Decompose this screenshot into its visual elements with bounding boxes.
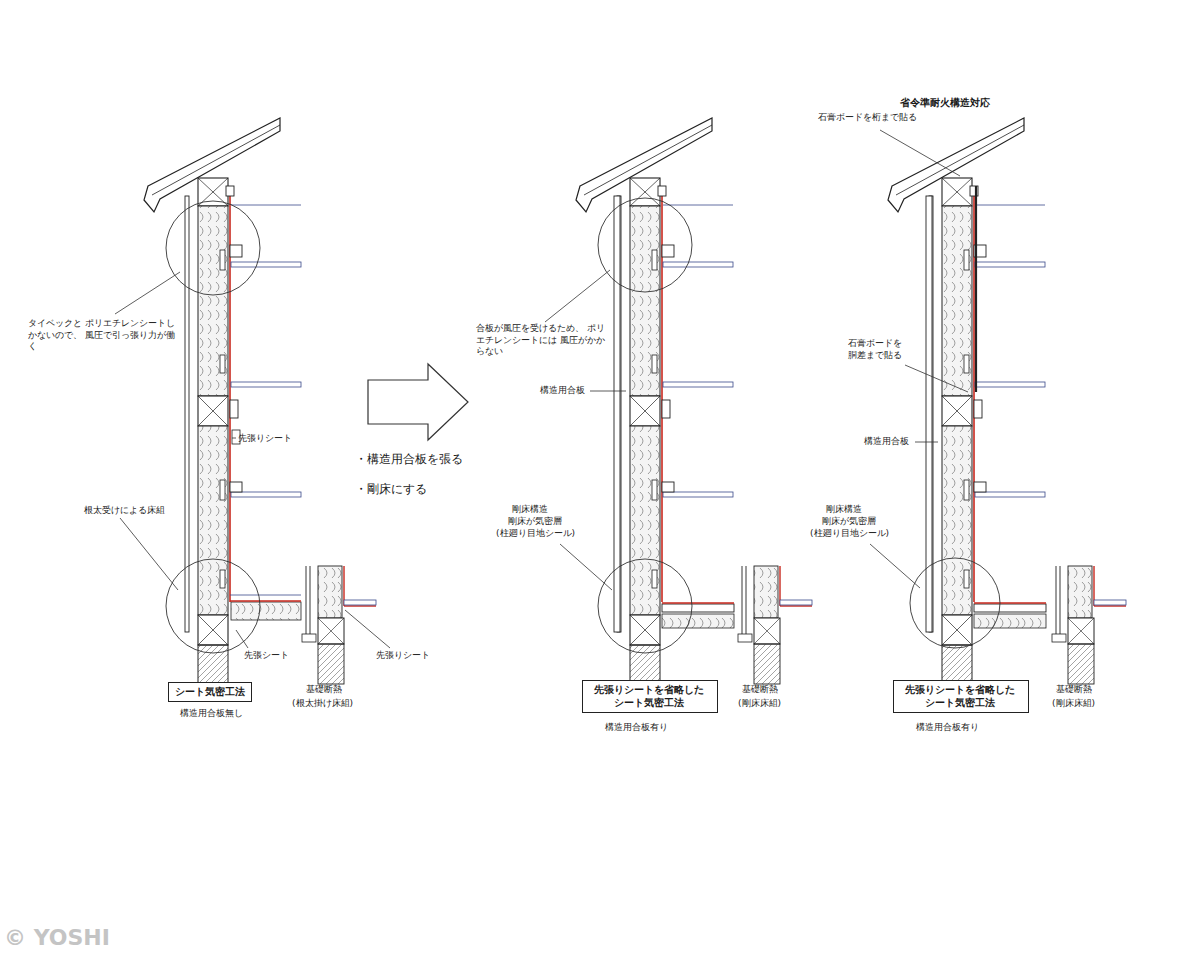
annotation-label: 根太受けによる床組: [84, 505, 165, 517]
annotation-label: ・剛床にする: [355, 482, 427, 498]
annotation-label: 剛床構造: [512, 504, 548, 516]
annotation-label: (剛床床組): [738, 698, 781, 710]
annotation-label: 構造用合板: [864, 436, 909, 448]
annotation-label: 省令準耐火構造対応: [900, 96, 990, 109]
method-title: シート気密工法: [174, 685, 246, 698]
annotation-label: タイベックと ポリエチレンシートしかないので、 風圧で引っ張り力が働く: [28, 318, 178, 353]
annotation-label: (剛床床組): [1052, 698, 1095, 710]
annotation-label: 基礎断熱: [306, 684, 342, 696]
annotation-label: 剛床が気密層: [822, 516, 876, 528]
method-title-box: シート気密工法: [168, 682, 252, 702]
annotation-label: 先張りシート: [238, 433, 292, 445]
annotation-label: 合板が風圧を受けるため、 ポリエチレンシートには 風圧がかからない: [476, 323, 606, 358]
annotation-label: (柱廻り目地シール): [810, 528, 889, 540]
annotation-label: 構造用合板有り: [605, 722, 668, 734]
method-title-box: 先張りシートを省略した シート気密工法: [582, 680, 718, 713]
annotation-label: 先張りシート: [376, 650, 430, 662]
annotation-label: 石膏ボードを 胴差まで貼る: [848, 338, 910, 361]
watermark: © YOSHI: [4, 924, 110, 953]
annotation-label: 剛床構造: [826, 504, 862, 516]
annotation-label: 構造用合板: [540, 385, 585, 397]
annotation-label: 基礎断熱: [1056, 684, 1092, 696]
annotation-label: (根太掛け床組): [292, 698, 353, 710]
annotation-label: 基礎断熱: [742, 684, 778, 696]
annotation-label: 構造用合板無し: [180, 708, 243, 720]
annotation-label: ・構造用合板を張る: [355, 452, 463, 468]
annotation-label: (柱廻り目地シール): [496, 528, 575, 540]
annotation-label: 石膏ボードを桁まで貼る: [818, 112, 917, 124]
annotation-label: 構造用合板有り: [916, 722, 979, 734]
annotation-label: 剛床が気密層: [508, 516, 562, 528]
method-title: 先張りシートを省略した シート気密工法: [588, 683, 710, 709]
annotation-label: 先張シート: [244, 650, 289, 662]
method-title-box: 先張りシートを省略した シート気密工法: [893, 680, 1029, 713]
method-title: 先張りシートを省略した シート気密工法: [899, 683, 1021, 709]
